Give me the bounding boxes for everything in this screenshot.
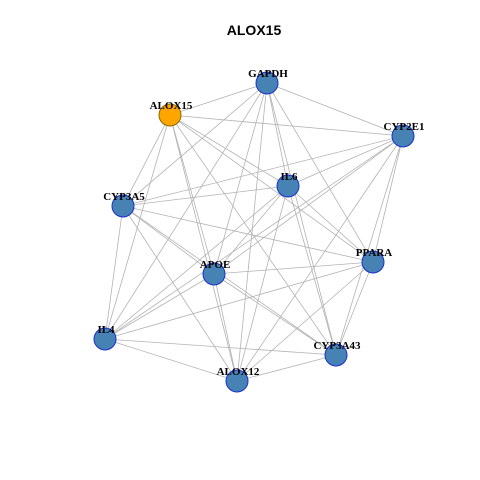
edge-alox15-cyp3a5 [122,114,171,207]
edge-gapdh-il4 [104,82,268,340]
edge-alox15-ppara [169,114,374,263]
edge-ppara-apoe [213,261,374,275]
node-label-cyp3a5: CYP3A5 [103,191,145,203]
edge-alox15-cyp2e1 [169,114,404,137]
edge-apoe-alox12 [213,273,238,382]
node-alox12[interactable] [225,369,249,393]
edge-alox15-apoe [169,114,215,275]
node-cyp3a43[interactable] [324,343,348,367]
node-ppara[interactable] [361,250,385,274]
edge-cyp3a5-alox12 [122,205,238,382]
edge-gapdh-il6 [266,82,289,187]
edge-cyp2e1-alox12 [236,135,404,382]
edge-ppara-cyp3a43 [335,261,374,356]
edge-cyp2e1-ppara [372,135,404,263]
edge-gapdh-cyp3a43 [266,82,337,356]
node-cyp3a5[interactable] [111,194,135,218]
node-gapdh[interactable] [255,71,279,95]
edge-cyp3a5-ppara [122,205,374,263]
edge-cyp2e1-apoe [213,135,404,275]
edge-il6-apoe [213,185,289,275]
diagram-title: ALOX15 [227,22,282,38]
edge-il6-alox12 [236,185,289,382]
node-il6[interactable] [276,174,300,198]
edge-cyp2e1-il4 [104,135,404,340]
edge-gapdh-apoe [213,82,268,275]
node-label-il4: IL4 [97,324,115,336]
edge-apoe-il4 [104,273,215,340]
edge-il6-ppara [287,185,374,263]
edge-il6-il4 [104,185,289,340]
node-label-alox15: ALOX15 [150,100,193,112]
edge-apoe-cyp3a43 [213,273,337,356]
nodes-layer [93,71,415,393]
edge-il4-alox12 [104,338,238,382]
edge-il6-cyp3a5 [122,185,289,207]
node-alox15[interactable] [158,103,182,127]
node-label-apoe: APOE [200,259,231,271]
edge-gapdh-cyp3a5 [122,82,268,207]
edge-il4-cyp3a43 [104,338,337,356]
edge-cyp2e1-cyp3a43 [335,135,404,356]
edge-alox15-alox12 [169,114,238,382]
edge-gapdh-alox15 [169,82,268,116]
edge-cyp2e1-il6 [287,135,404,187]
edge-ppara-il4 [104,261,374,340]
edge-gapdh-cyp2e1 [266,82,404,137]
node-cyp2e1[interactable] [391,124,415,148]
node-label-cyp2e1: CYP2E1 [384,121,425,133]
edge-cyp3a5-il4 [104,205,124,340]
node-label-il6: IL6 [280,171,298,183]
edge-ppara-alox12 [236,261,374,382]
edge-alox15-il6 [169,114,289,187]
edge-cyp3a5-cyp3a43 [122,205,337,356]
edge-alox15-il4 [104,114,171,340]
node-label-cyp3a43: CYP3A43 [313,340,361,352]
node-label-alox12: ALOX12 [217,366,260,378]
edge-cyp3a5-apoe [122,205,215,275]
edge-cyp3a43-alox12 [236,354,337,382]
node-apoe[interactable] [202,262,226,286]
edge-cyp2e1-cyp3a5 [122,135,404,207]
edges-layer [104,82,404,382]
edge-gapdh-alox12 [236,82,268,382]
node-il4[interactable] [93,327,117,351]
edge-il6-cyp3a43 [287,185,337,356]
node-label-gapdh: GAPDH [248,68,288,80]
node-label-ppara: PPARA [356,247,393,259]
